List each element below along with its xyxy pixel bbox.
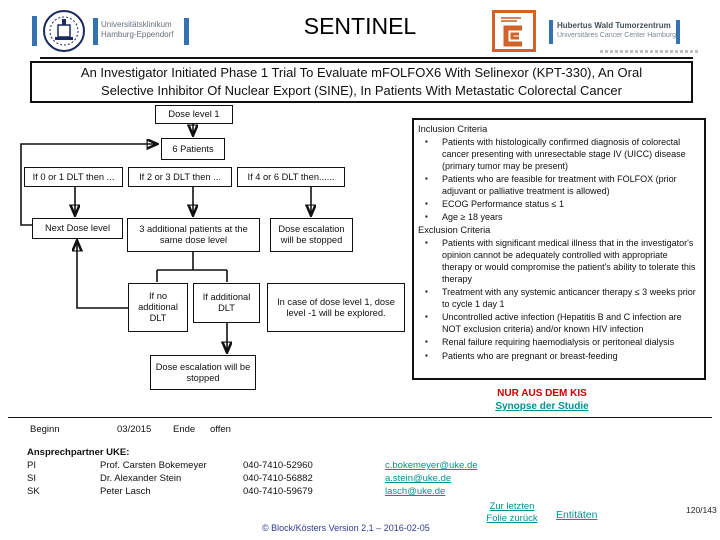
ucch-logo-text: Hubertus Wald Tumorzentrum Universitäres…: [557, 21, 676, 40]
contact-name: Dr. Alexander Stein: [100, 473, 182, 484]
flow-box-stop-bottom: Dose escalation will be stopped: [150, 355, 256, 390]
flow-box-three-additional-patients: 3 additional patients at the same dose l…: [127, 218, 260, 252]
logo-bar: [549, 20, 553, 44]
uke-logo-line2: Hamburg-Eppendorf: [101, 30, 174, 39]
exclusion-item: Treatment with any systemic anticancer t…: [418, 286, 699, 310]
flow-box-six-patients: 6 Patients: [161, 138, 225, 160]
fine-print-text: [600, 50, 698, 53]
inclusion-item: Age ≥ 18 years: [418, 211, 699, 223]
ucch-c-glyph: [503, 25, 522, 47]
contact-email-link[interactable]: lasch@uke.de: [385, 486, 446, 497]
flow-box-cond-2-3-dlt: If 2 or 3 DLT then ...: [128, 167, 232, 187]
back-link-line1: Zur letzten: [489, 501, 535, 512]
flow-box-if-no-additional-dlt: If no additional DLT: [128, 283, 188, 332]
end-value: offen: [210, 424, 231, 435]
slide-title: SENTINEL: [303, 13, 417, 39]
ucch-logo-line1: Hubertus Wald Tumorzentrum: [557, 21, 671, 30]
flow-box-stop-right: Dose escalation will be stopped: [270, 218, 353, 252]
ucch-logo-line2: Universitäres Cancer Center Hamburg: [557, 32, 677, 39]
inclusion-item: Patients who are feasible for treatment …: [418, 173, 699, 197]
flow-box-dose-level-1: Dose level 1: [155, 105, 233, 124]
exclusion-criteria-title: Exclusion Criteria: [418, 225, 491, 236]
begin-value: 03/2015: [117, 424, 152, 435]
header-divider: [40, 57, 693, 59]
contact-email-link[interactable]: a.stein@uke.de: [385, 473, 452, 484]
logo-bar: [32, 16, 37, 46]
contact-role: SI: [27, 473, 36, 484]
contact-name: Peter Lasch: [100, 486, 151, 497]
back-to-last-slide-link[interactable]: Zur letzten Folie zurück: [477, 501, 547, 524]
contacts-heading: Ansprechpartner UKE:: [27, 447, 130, 458]
kis-block: NUR AUS DEM KIS Synopse der Studie: [432, 388, 652, 413]
exclusion-item: Patients who are pregnant or breast-feed…: [418, 350, 699, 362]
contact-phone: 040-7410-52960: [243, 460, 313, 471]
logo-bar: [184, 18, 189, 45]
back-link-line2: Folie zurück: [486, 512, 538, 524]
contact-phone: 040-7410-59679: [243, 486, 313, 497]
entities-link[interactable]: Entitäten: [556, 509, 598, 521]
contact-email-link[interactable]: c.bokemeyer@uke.de: [385, 460, 478, 471]
begin-label: Beginn: [30, 424, 60, 435]
inclusion-item: Patients with histologically confirmed d…: [418, 136, 699, 172]
uke-logo-text: Universitätsklinikum Hamburg-Eppendorf: [101, 20, 173, 40]
contact-name: Prof. Carsten Bokemeyer: [100, 460, 207, 471]
exclusion-item: Uncontrolled active infection (Hepatitis…: [418, 311, 699, 335]
bottom-divider: [8, 417, 712, 418]
ucch-logo-tiny-text: [501, 17, 521, 19]
contact-phone: 040-7410-56882: [243, 473, 313, 484]
flowchart-arrows: [20, 124, 410, 400]
inclusion-criteria-list: Patients with histologically confirmed d…: [418, 136, 699, 224]
criteria-panel: Inclusion Criteria Patients with histolo…: [412, 118, 706, 380]
contact-role: PI: [27, 460, 36, 471]
exclusion-item: Renal failure requiring haemodialysis or…: [418, 336, 699, 348]
flow-box-cond-4-6-dlt: If 4 or 6 DLT then......: [237, 167, 345, 187]
flow-box-if-additional-dlt: If additional DLT: [193, 283, 260, 323]
flow-box-cond-0-1-dlt: If 0 or 1 DLT then ...: [24, 167, 123, 187]
uke-logo-line1: Universitätsklinikum: [101, 20, 172, 29]
end-label: Ende: [173, 424, 196, 435]
inclusion-item: ECOG Performance status ≤ 1: [418, 198, 699, 210]
exclusion-item: Patients with significant medical illnes…: [418, 237, 699, 285]
logo-bar: [676, 20, 680, 44]
flow-box-dose-level-minus-1: In case of dose level 1, dose level -1 w…: [267, 283, 405, 332]
copyright-version-text: © Block/Kösters Version 2.1 – 2016-02-05: [262, 523, 430, 533]
flow-box-next-dose-level: Next Dose level: [32, 218, 123, 239]
inclusion-criteria-title: Inclusion Criteria: [418, 124, 488, 134]
ucch-logo-tiny-text: [501, 20, 517, 22]
contact-role: SK: [27, 486, 40, 497]
trial-title-box: An Investigator Initiated Phase 1 Trial …: [30, 61, 693, 103]
exclusion-criteria-list: Patients with significant medical illnes…: [418, 237, 699, 362]
kis-notice: NUR AUS DEM KIS: [497, 388, 587, 399]
uke-seal-icon: [43, 10, 85, 52]
synopsis-link[interactable]: Synopse der Studie: [495, 401, 589, 412]
page-number: 120/143: [686, 505, 717, 515]
ucch-logo-icon: [492, 10, 536, 52]
logo-bar: [93, 18, 98, 45]
